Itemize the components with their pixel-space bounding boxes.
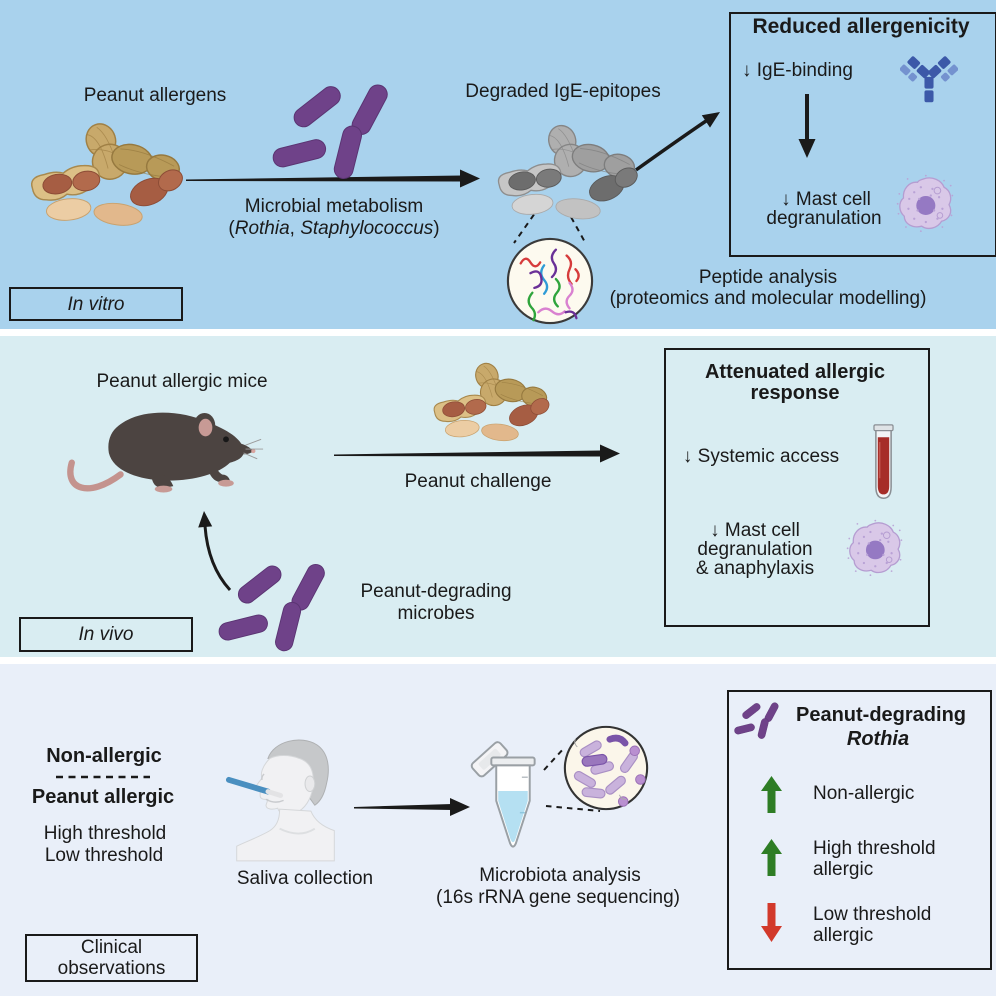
group-high-threshold-label: High threshold: [43, 823, 167, 844]
legend-title-italic: Rothia: [846, 728, 910, 750]
peanut-pile-challenge-icon: [429, 362, 551, 445]
down-arrow-low-threshold-icon: [761, 903, 782, 942]
legend-entry-high-threshold-line2: allergic: [813, 859, 874, 880]
attenuated-box-title-line1: Attenuated allergic: [704, 361, 886, 383]
peanut-pile-icon: [25, 122, 185, 231]
systemic-access-label: ↓ Systemic access: [682, 446, 840, 467]
microbial-metabolism-label: Microbial metabolism: [244, 196, 424, 217]
in-vitro-section-text: In vitro: [67, 293, 125, 315]
microbes-cluster-icon: [218, 558, 338, 654]
mast-anaphylaxis-line2: degranulation: [697, 539, 813, 560]
mast-anaphylaxis-line1: ↓ Mast cell: [710, 520, 800, 541]
ige-binding-label: ↓ IgE-binding: [742, 60, 853, 81]
clinical-observations-section-label: Clinical observations: [25, 934, 198, 982]
group-non-allergic-label: Non-allergic: [46, 745, 162, 767]
degraded-epitopes-label: Degraded IgE-epitopes: [465, 81, 661, 102]
microbiota-analysis-line2: (16s rRNA gene sequencing): [436, 887, 680, 908]
legend-entry-low-threshold-line1: Low threshold: [813, 904, 932, 925]
reduced-box-title: Reduced allergenicity: [752, 15, 970, 38]
in-vivo-section-label: In vivo: [19, 617, 193, 652]
mast-degranulation-label-line1: ↓ Mast cell: [781, 189, 871, 210]
species-rothia: Rothia: [234, 218, 290, 239]
group-low-threshold-label: Low threshold: [44, 845, 164, 866]
peptide-analysis-label-line2: (proteomics and molecular modelling): [609, 288, 927, 309]
up-arrow-non-allergic-icon: [761, 776, 782, 813]
saliva-collection-label: Saliva collection: [236, 868, 374, 889]
species-prefix: (: [228, 218, 235, 239]
microbiota-analysis-line1: Microbiota analysis: [479, 865, 641, 886]
clinical-section-text-line2: observations: [57, 958, 166, 979]
attenuated-response-box: [664, 348, 930, 627]
mast-degranulation-label-line2: degranulation: [766, 208, 882, 229]
mouse-icon: [67, 412, 264, 493]
legend-entry-low-threshold-line2: allergic: [813, 925, 874, 946]
microbial-species-label: (Rothia, Staphylococcus): [228, 218, 439, 239]
legend-entry-high-threshold-line1: High threshold: [813, 838, 936, 859]
mast-anaphylaxis-line3: & anaphylaxis: [695, 558, 815, 579]
peanut-allergens-label: Peanut allergens: [83, 85, 227, 106]
in-vitro-section-label: In vitro: [9, 287, 183, 321]
peptide-analysis-label-line1: Peptide analysis: [698, 267, 838, 288]
eppendorf-tube-icon: [470, 741, 536, 848]
bacteria-cluster-icon: [272, 78, 402, 182]
legend-rothia-icon: [734, 700, 784, 740]
peanut-challenge-label: Peanut challenge: [404, 471, 552, 492]
microbe-circle-icon: [563, 725, 649, 811]
peptide-circle-icon: [506, 237, 594, 325]
mast-cell-icon: [896, 173, 954, 233]
panel-clinical: [0, 664, 996, 996]
group-peanut-allergic-label: Peanut allergic: [31, 786, 175, 808]
peanut-allergic-mice-label: Peanut allergic mice: [96, 371, 268, 392]
species-staphylococcus: Staphylococcus: [300, 218, 434, 239]
peanut-degrading-microbes-line1: Peanut-degrading: [360, 581, 512, 602]
legend-entry-non-allergic: Non-allergic: [813, 783, 915, 804]
gray-peanut-pile-icon: [492, 124, 640, 224]
mast-cell-anaphylaxis-icon: [846, 517, 903, 578]
blood-tube-icon: [873, 424, 894, 500]
in-vivo-section-text: In vivo: [78, 624, 134, 645]
species-suffix: ): [433, 218, 440, 239]
attenuated-box-title-line2: response: [750, 382, 840, 404]
peanut-degrading-microbes-line2: microbes: [397, 603, 475, 624]
saliva-swab-face-icon: [225, 739, 335, 862]
rothia-legend-box: [727, 690, 992, 970]
antibody-icon: [900, 46, 958, 104]
legend-title-bold: Peanut-degrading: [795, 704, 967, 726]
up-arrow-high-threshold-icon: [761, 839, 782, 876]
clinical-section-text-line1: Clinical: [80, 937, 143, 958]
species-separator: ,: [289, 218, 301, 239]
